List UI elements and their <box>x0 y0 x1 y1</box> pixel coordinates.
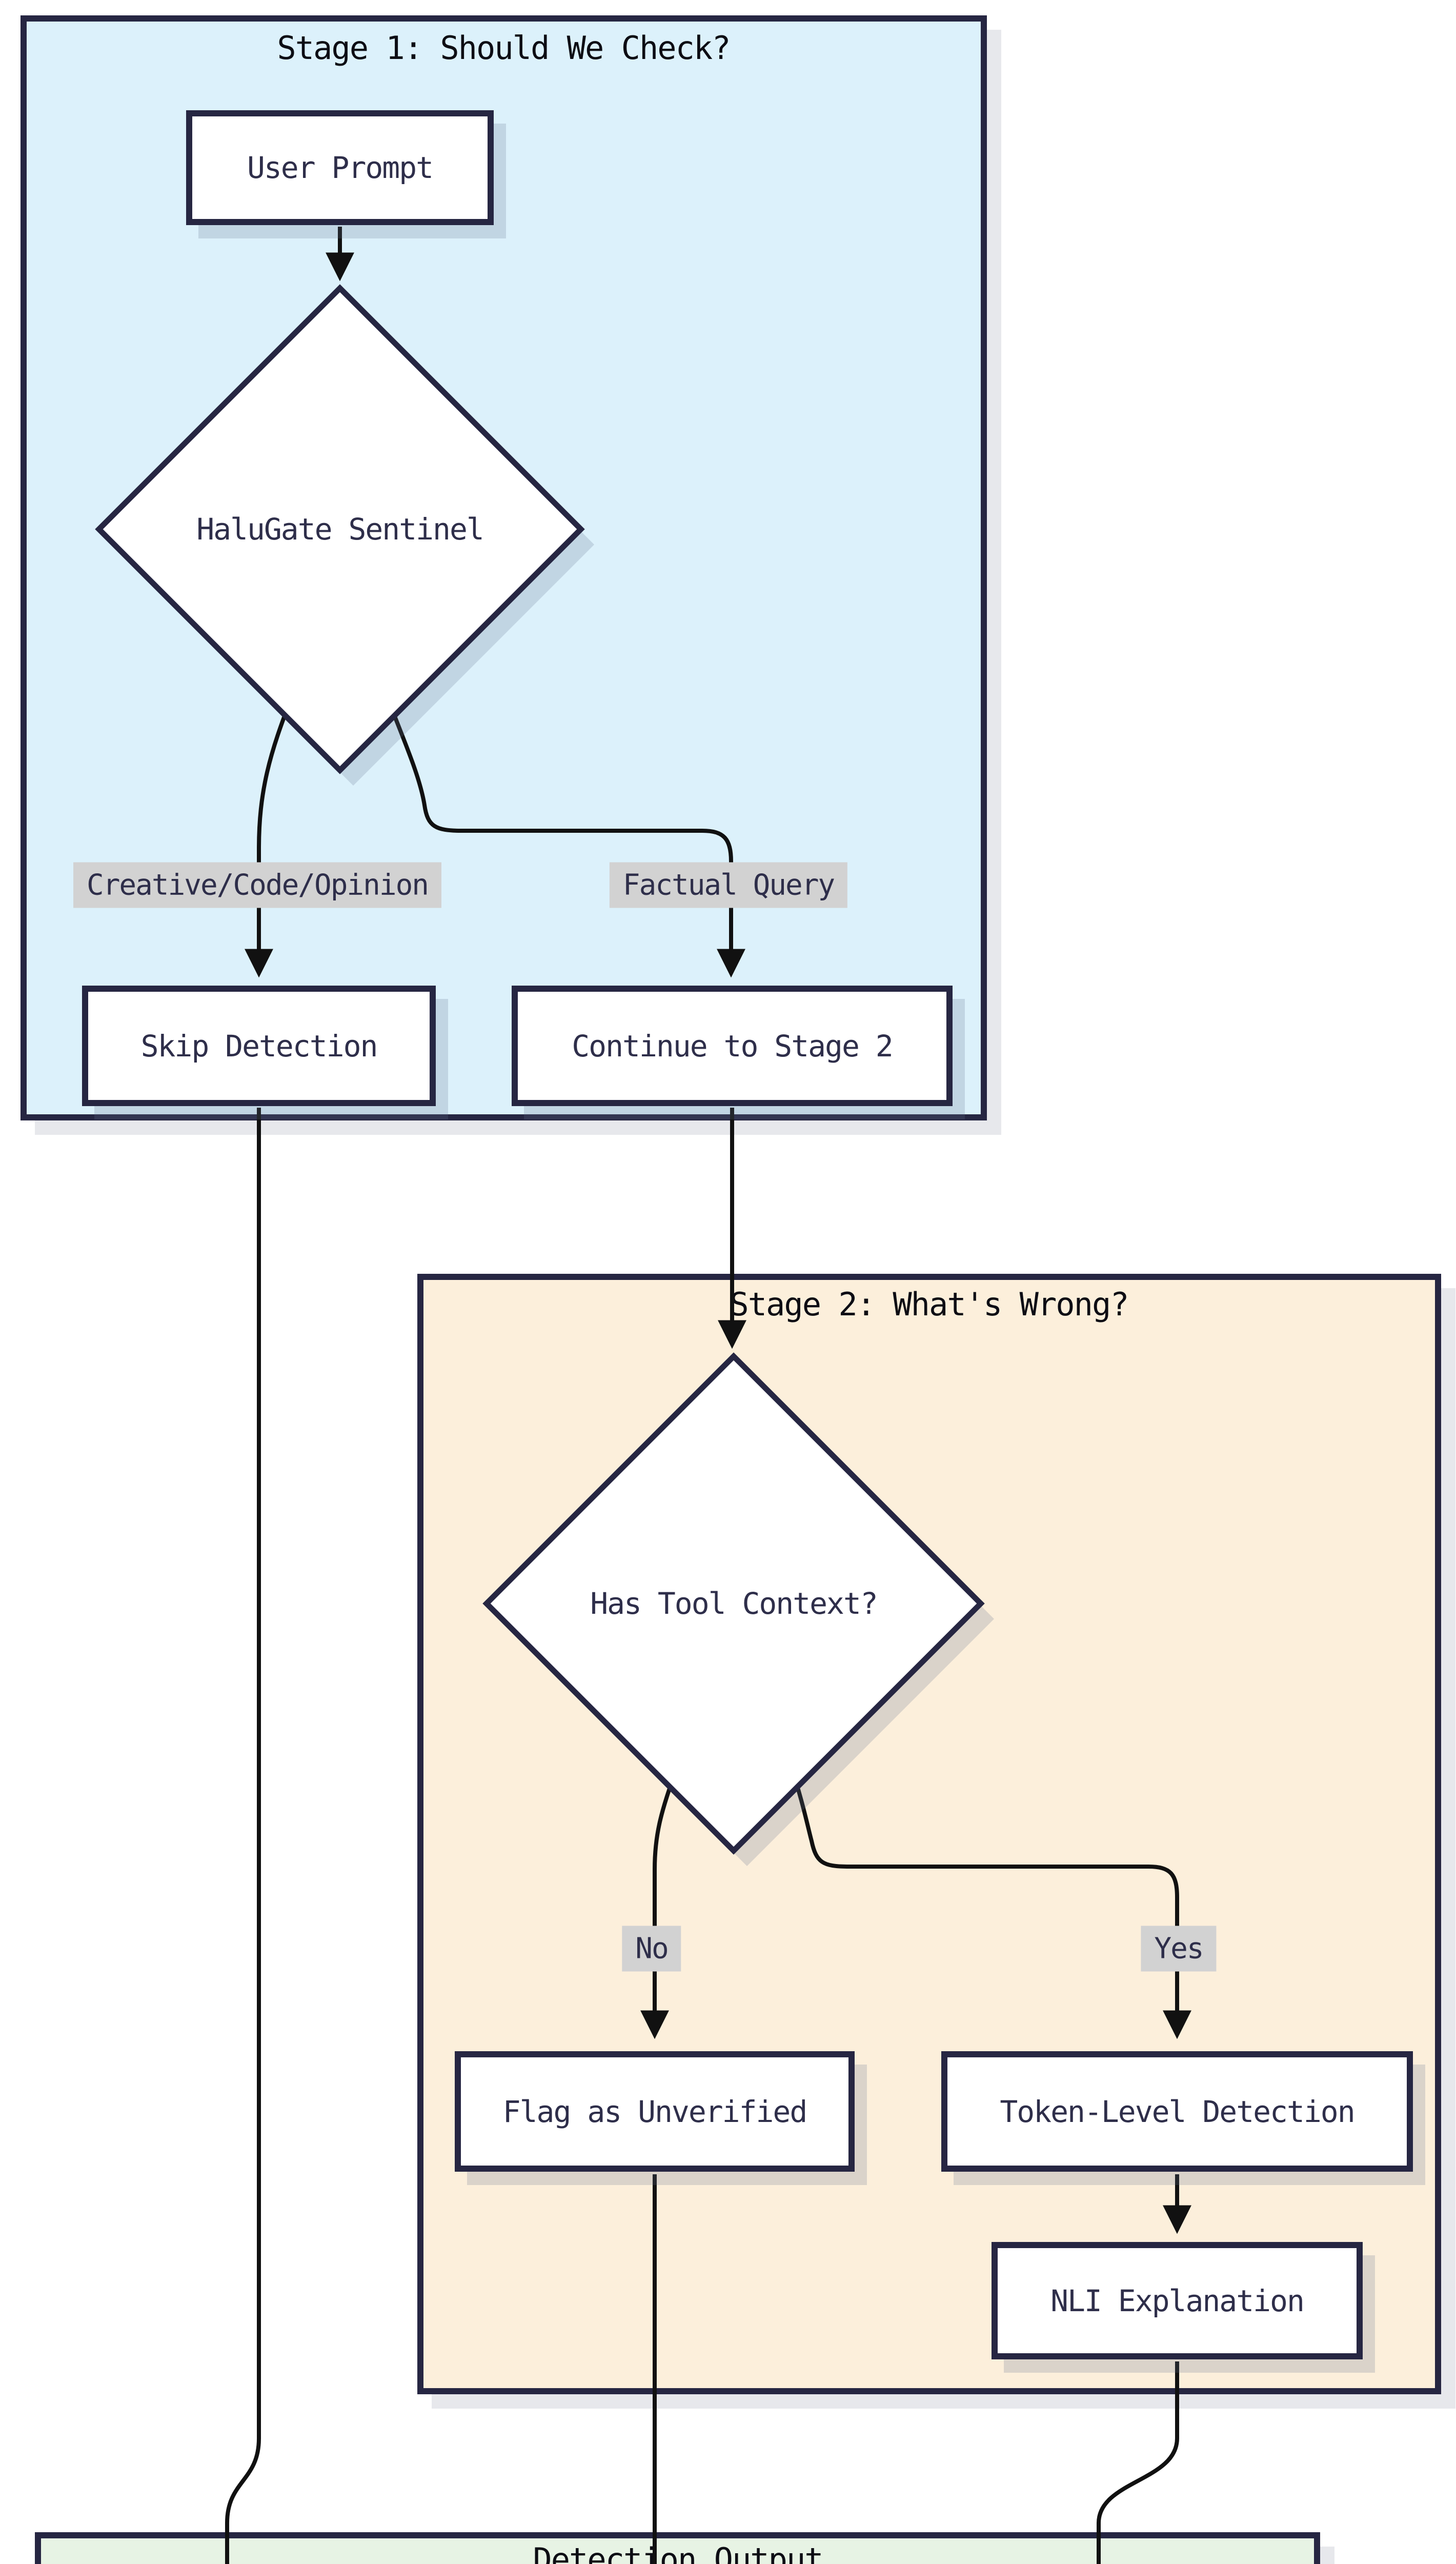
node-skip-detection: Skip Detection <box>82 986 436 1106</box>
stage2-title: Stage 2: What's Wrong? <box>730 1286 1129 1323</box>
subgraph-stage2 <box>417 1274 1441 2394</box>
node-halugate-sentinel-label: HaluGate Sentinel <box>196 512 484 547</box>
node-user-prompt: User Prompt <box>186 110 494 225</box>
hastool-diamond <box>482 1352 985 1855</box>
edge-label-yes: Yes <box>1141 1926 1217 1972</box>
edge-sentinel-to-skip <box>245 692 295 978</box>
edge-sentinel-to-continue <box>383 692 745 978</box>
detection-output-title: Detection Output <box>533 2541 823 2564</box>
node-flag-as-unverified: Flag as Unverified <box>455 2051 855 2172</box>
stage1-title: Stage 1: Should We Check? <box>277 29 731 67</box>
edge-label-no: No <box>622 1926 681 1972</box>
node-nli-explanation: NLI Explanation <box>992 2242 1363 2359</box>
node-continue-to-stage2: Continue to Stage 2 <box>512 986 953 1106</box>
edge-label-creative-code-opinion: Creative/Code/Opinion <box>73 862 442 908</box>
edge-hastool-to-token <box>787 1760 1191 2039</box>
edge-label-factual-query: Factual Query <box>609 862 848 908</box>
edge-skip-to-pass <box>225 1108 261 2564</box>
node-token-level-detection: Token-Level Detection <box>941 2051 1413 2172</box>
halugate-diamond <box>95 284 585 774</box>
edge-hastool-to-flag <box>640 1759 681 2039</box>
subgraph-detection-output <box>35 2532 1320 2564</box>
node-has-tool-context-label: Has Tool Context? <box>590 1586 878 1621</box>
edge-nli-to-detailed <box>1097 2361 1179 2564</box>
